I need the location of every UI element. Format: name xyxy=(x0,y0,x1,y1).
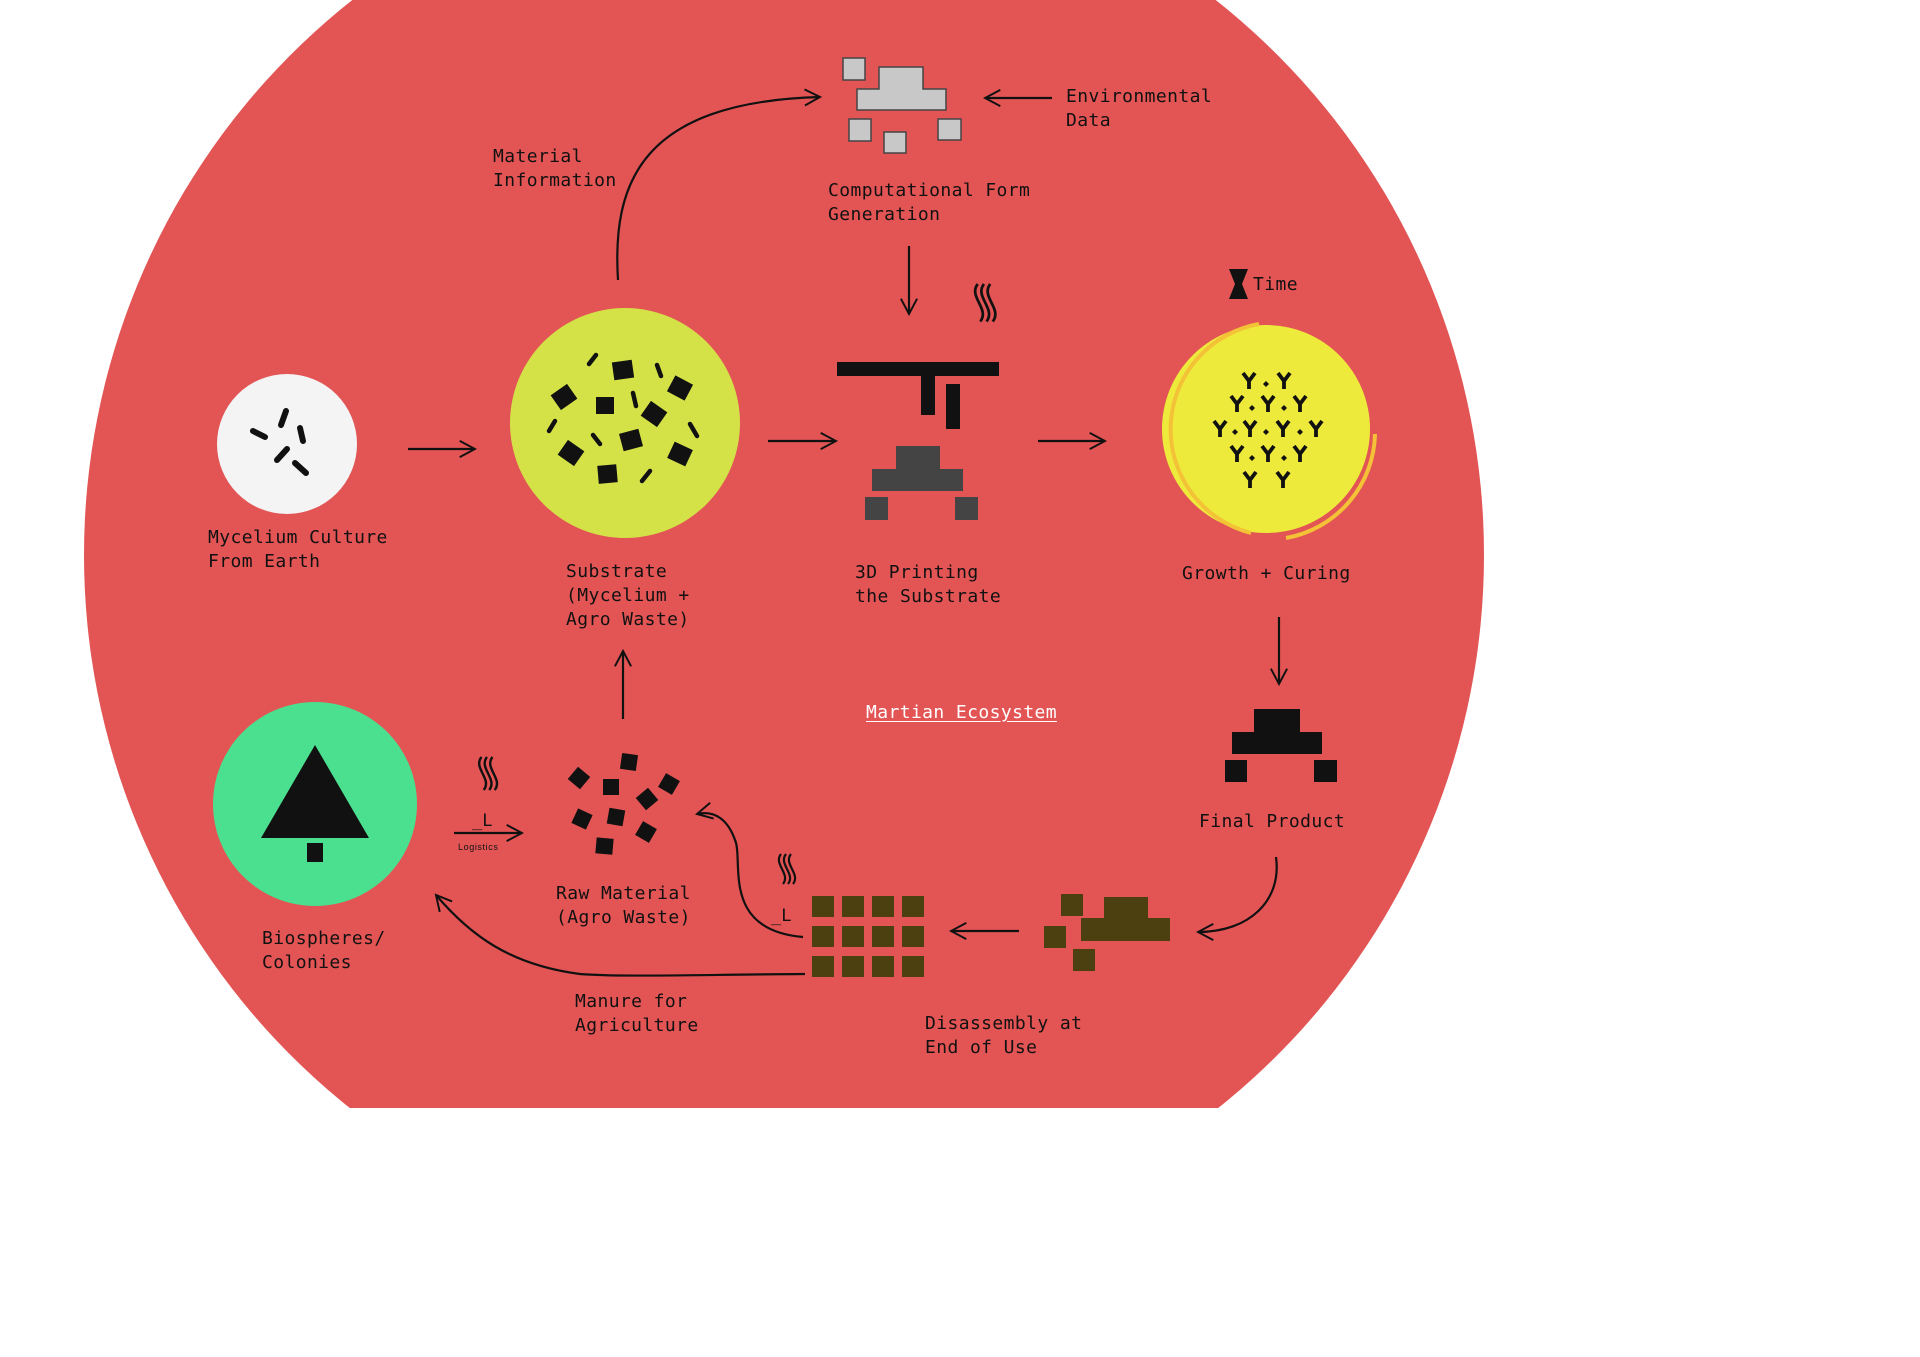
block-grid-icon xyxy=(812,896,924,977)
final-product-icon xyxy=(1225,709,1337,782)
biospheres-label: Biospheres/ Colonies xyxy=(262,928,386,973)
computational-form-label: Computational Form Generation xyxy=(828,180,1031,225)
disassembly-label: Disassembly at End of Use xyxy=(925,1013,1083,1058)
material-information-label: Material Information xyxy=(493,146,617,191)
time-label: Time xyxy=(1253,274,1298,295)
ecosystem-circle xyxy=(84,0,1484,1108)
substrate-label: Substrate (Mycelium + Agro Waste) xyxy=(566,561,690,630)
growth-curing-label: Growth + Curing xyxy=(1182,563,1351,584)
3d-printer-icon xyxy=(837,362,999,520)
disassembled-pieces-icon xyxy=(1044,894,1170,971)
ecosystem-label: Martian Ecosystem xyxy=(866,702,1058,723)
mycelium-growth-icon xyxy=(1162,322,1377,540)
substrate-dish-icon xyxy=(510,308,740,538)
disassembly-glyph: _L xyxy=(771,906,792,926)
mycelium-culture-label: Mycelium Culture From Earth xyxy=(208,527,388,572)
arrow-grid-to-biospheres xyxy=(436,895,806,977)
martian-ecosystem-diagram: Environmental Data Material Information … xyxy=(84,0,1484,1108)
final-product-label: Final Product xyxy=(1199,811,1346,832)
logistics-glyph: _L xyxy=(472,811,493,831)
environmental-data-label: Environmental Data xyxy=(1066,86,1213,131)
arrow-substrate-to-form-generation xyxy=(616,97,820,281)
diagram-canvas xyxy=(84,0,1484,1108)
raw-material-icon xyxy=(567,752,680,855)
tree-icon xyxy=(213,702,417,906)
raw-material-label: Raw Material (Agro Waste) xyxy=(556,883,691,928)
logistics-label: Logistics xyxy=(458,842,499,852)
hourglass-icon xyxy=(1229,269,1248,299)
arrow-grid-to-raw-material xyxy=(697,813,804,939)
arrow-final-to-disassembly xyxy=(1198,856,1278,932)
pixel-cluster-icon xyxy=(842,57,962,154)
printing-label: 3D Printing the Substrate xyxy=(855,562,1002,607)
manure-label: Manure for Agriculture xyxy=(575,991,699,1036)
petri-dish-icon xyxy=(217,374,357,514)
